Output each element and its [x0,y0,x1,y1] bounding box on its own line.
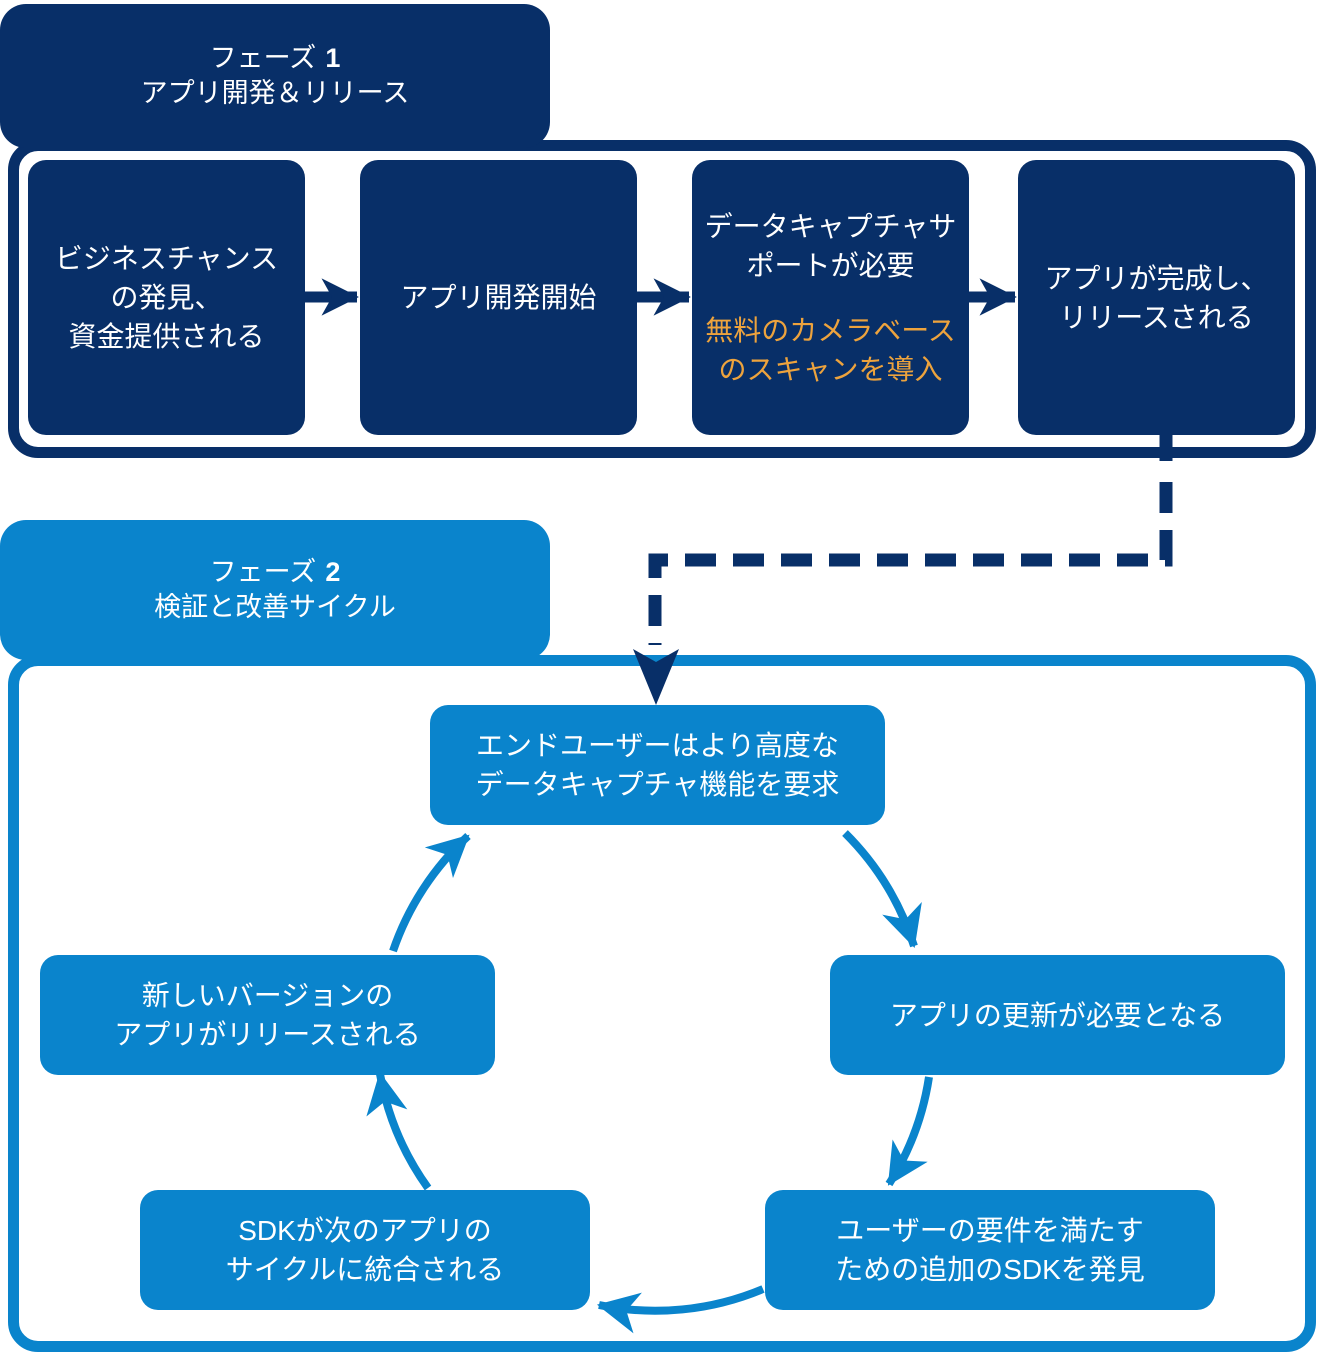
step-app-released: アプリが完成し、 リリースされる [1018,160,1295,435]
cycle-box-user-demand: エンドユーザーはより高度な データキャプチャ機能を要求 [430,705,885,825]
cycle-top-line2: データキャプチャ機能を要求 [475,769,840,800]
cycle-box-app-update-needed: アプリの更新が必要となる [830,955,1285,1075]
cycle-right-line1: アプリの更新が必要となる [889,999,1226,1031]
cycle-left-line2: アプリがリリースされる [114,1019,421,1050]
step1-line1: ビジネスチャンス [54,243,279,274]
cycle-box-new-version-released: 新しいバージョンの アプリがリリースされる [40,955,495,1075]
cycle-left-line1: 新しいバージョンの [141,980,394,1011]
phase1-subtitle: アプリ開発＆リリース [140,78,410,108]
step3-line1: データキャプチャサ [704,210,957,242]
cycle-box-find-sdk: ユーザーの要件を満たす ための追加のSDKを発見 [765,1190,1215,1310]
cycle-bottom-left-line2: サイクルに統合される [225,1254,505,1285]
step-business-opportunity: ビジネスチャンス の発見、 資金提供される [28,160,305,435]
cycle-bottom-right-line2: ための追加のSDKを発見 [835,1254,1145,1285]
step4-line2: リリースされる [1059,301,1254,333]
step2-line1: アプリ開発開始 [400,282,597,313]
step4-line1: アプリが完成し、 [1044,262,1269,294]
step3-line2: ポートが必要 [746,249,915,281]
phase2-title-number: 2 [325,557,341,587]
phase1-header: フェーズ 1 アプリ開発＆リリース [0,4,550,148]
step-development-start: アプリ開発開始 [360,160,637,435]
cycle-top-line1: エンドユーザーはより高度な [476,730,839,761]
phase2-title: フェーズ 2 [210,555,341,590]
phase2-header: フェーズ 2 検証と改善サイクル [0,520,550,660]
step1-line2: の発見、 [110,282,223,313]
cycle-bottom-left-line1: SDKが次のアプリの [238,1215,492,1246]
step3-highlight-block: 無料のカメラベース のスキャンを導入 [705,311,956,389]
step3-highlight-line1: 無料のカメラベース [705,314,956,346]
phase1-title: フェーズ 1 [210,41,341,76]
cycle-bottom-right-line1: ユーザーの要件を満たす [836,1215,1144,1246]
step1-line3: 資金提供される [68,321,265,352]
step-data-capture-needed: データキャプチャサ ポートが必要 無料のカメラベース のスキャンを導入 [692,160,969,435]
step3-highlight-line2: のスキャンを導入 [718,353,943,385]
phase1-to-phase2-dashed-connector [648,482,1173,645]
cycle-box-sdk-integrated: SDKが次のアプリの サイクルに統合される [140,1190,590,1310]
phase2-title-label: フェーズ [209,557,317,587]
step3-white-block: データキャプチャサ ポートが必要 [705,207,957,285]
phase2-subtitle: 検証と改善サイクル [154,592,396,622]
phase1-title-number: 1 [325,43,341,73]
phase1-title-label: フェーズ [209,43,317,73]
